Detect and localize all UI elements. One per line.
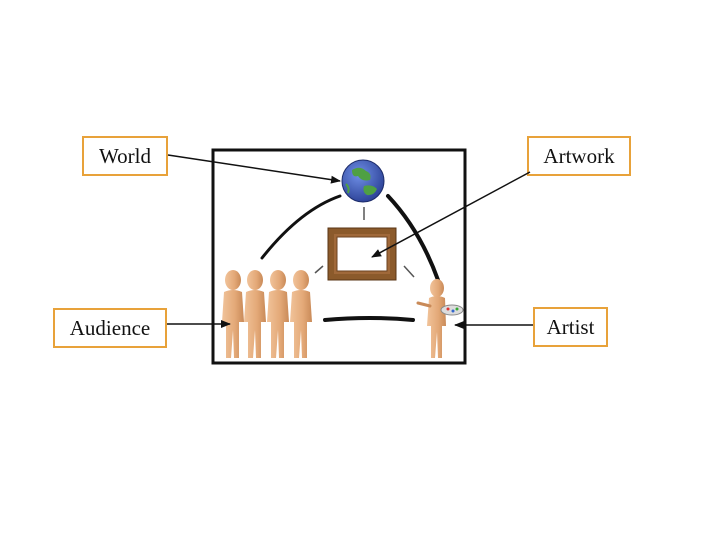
artist-label: Artist (533, 307, 608, 347)
tick-left (314, 265, 324, 274)
artwork-label: Artwork (527, 136, 631, 176)
triangle-stroke-left (260, 194, 342, 260)
audience-figures-icon (222, 270, 312, 358)
artist-figure-icon (416, 279, 464, 358)
triangle-stroke-right (386, 194, 440, 282)
world-label: World (82, 136, 168, 176)
artwork-arrow (371, 171, 531, 258)
tick-right (403, 265, 415, 278)
world-arrow (167, 154, 341, 184)
globe-icon (341, 159, 385, 203)
picture-frame-icon (327, 227, 397, 281)
triangle-stroke-bottom (323, 316, 415, 322)
audience-label: Audience (53, 308, 167, 348)
